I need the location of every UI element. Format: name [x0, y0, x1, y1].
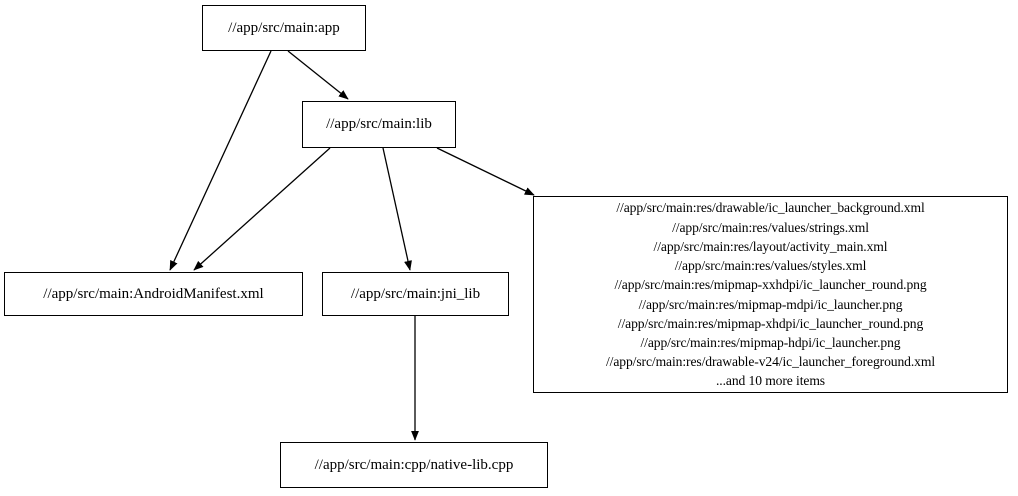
node-label-jni-lib: //app/src/main:jni_lib — [350, 285, 481, 302]
graph-node-app[interactable]: //app/src/main:app — [202, 5, 366, 51]
graph-node-jni-lib[interactable]: //app/src/main:jni_lib — [322, 272, 509, 316]
node-label-lib: //app/src/main:lib — [326, 116, 432, 133]
graph-node-lib[interactable]: //app/src/main:lib — [302, 101, 456, 148]
graph-edge-lib-to-resources — [436, 147, 535, 196]
graph-node-resources[interactable]: //app/src/main:res/drawable/ic_launcher_… — [533, 196, 1008, 393]
graph-node-androidmanifest[interactable]: //app/src/main:AndroidManifest.xml — [4, 272, 303, 316]
node-label-resources: //app/src/main:res/drawable/ic_launcher_… — [605, 200, 936, 389]
graph-edge-app-to-lib — [287, 50, 349, 100]
node-label-app: //app/src/main:app — [228, 19, 340, 36]
graph-edge-lib-to-jni_lib — [382, 147, 412, 271]
node-label-native-lib-cpp: //app/src/main:cpp/native-lib.cpp — [314, 456, 514, 473]
node-label-androidmanifest: //app/src/main:AndroidManifest.xml — [43, 285, 264, 302]
graph-node-native-lib-cpp[interactable]: //app/src/main:cpp/native-lib.cpp — [280, 442, 548, 488]
graph-edge-app-to-manifest — [169, 50, 272, 271]
graph-edge-lib-to-manifest — [193, 147, 331, 271]
